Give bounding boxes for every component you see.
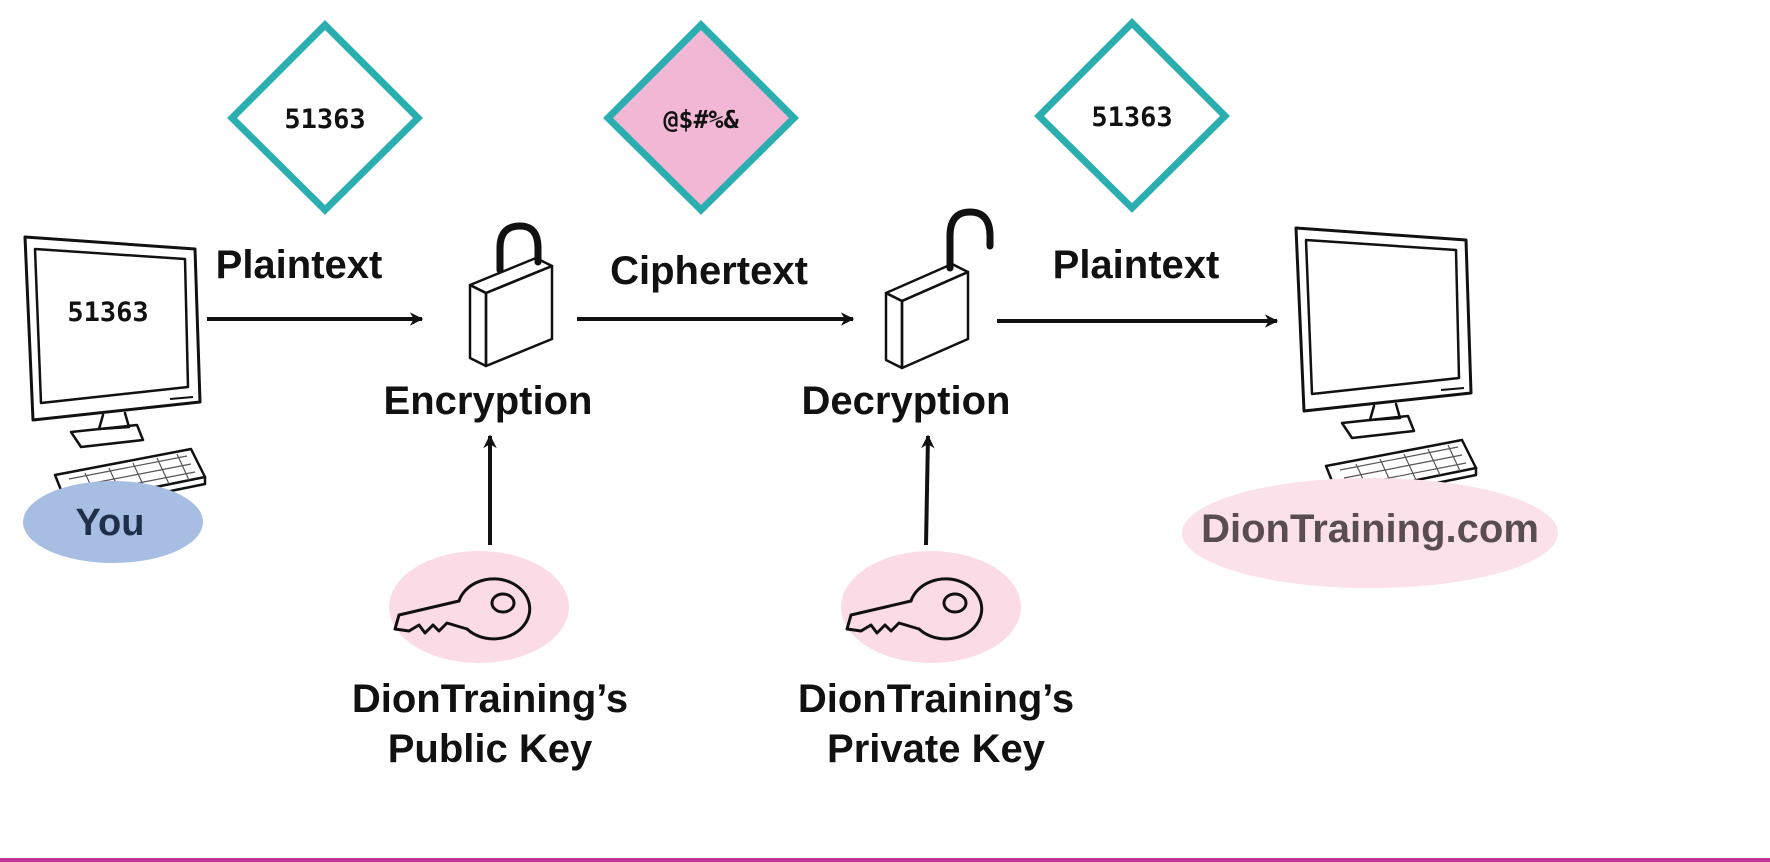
sender-screen-value: 51363: [67, 297, 148, 328]
sender-computer-icon: 51363: [23, 235, 207, 514]
closed-lock-icon: [468, 222, 554, 368]
decrypted-packet-diamond: 51363: [1034, 18, 1230, 213]
receiver-badge: [1182, 478, 1558, 588]
you-badge: [23, 481, 203, 563]
public-key-owner-label: DionTraining’s: [352, 677, 628, 721]
arrow-private-key-to-decryption: [920, 434, 935, 546]
decrypted-packet-value: 51363: [1091, 102, 1172, 133]
ciphertext-packet-value: @$#%&: [663, 105, 739, 134]
bottom-accent-bar: [0, 858, 1770, 862]
flow-label-plaintext-right: Plaintext: [1053, 243, 1220, 287]
you-label: You: [76, 502, 145, 544]
public-key-label: Public Key: [388, 727, 593, 771]
private-key-owner-label: DionTraining’s: [798, 677, 1074, 721]
plaintext-packet-diamond: 51363: [227, 20, 423, 215]
flow-label-ciphertext: Ciphertext: [610, 249, 808, 293]
public-key-icon: [387, 549, 571, 665]
encryption-label: Encryption: [384, 379, 593, 423]
receiver-label: DionTraining.com: [1201, 507, 1539, 551]
decryption-label: Decryption: [802, 379, 1011, 423]
flow-label-plaintext-left: Plaintext: [216, 243, 383, 287]
receiver-computer-icon: [1294, 226, 1478, 505]
private-key-icon: [839, 549, 1023, 665]
plaintext-packet-value: 51363: [284, 104, 365, 135]
private-key-label: Private Key: [827, 727, 1046, 771]
open-lock-icon: [884, 208, 994, 370]
ciphertext-packet-diamond: @$#%&: [603, 20, 799, 215]
